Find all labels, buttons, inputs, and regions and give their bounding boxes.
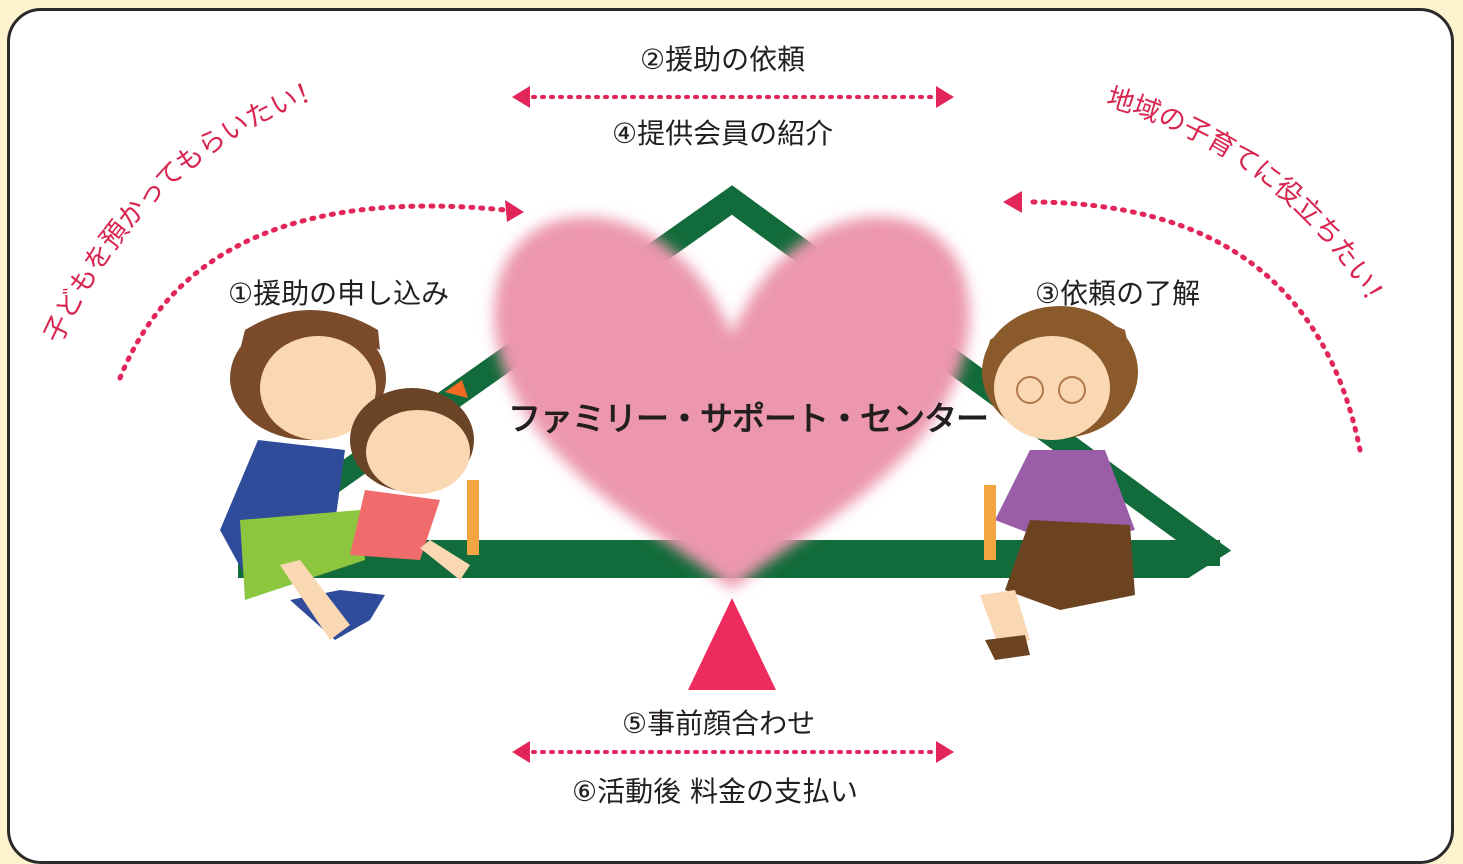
child-figure: [350, 380, 479, 580]
step3-label: ③依頼の了解: [1035, 277, 1201, 310]
right-curved-arrow-head: [1003, 191, 1022, 213]
bottom-arrow-left-head: [512, 741, 530, 763]
left-curved-arrow-head: [505, 200, 524, 222]
step4-label: ④提供会員の紹介: [612, 117, 834, 150]
fulcrum-triangle: [688, 598, 776, 690]
top-arrow-right-head: [936, 86, 954, 108]
left-curved-arrow: [117, 203, 508, 381]
step6-label: ⑥活動後 料金の支払い: [572, 775, 859, 808]
heart-shape: [494, 216, 970, 590]
center-title: ファミリー・サポート・センター: [508, 399, 989, 438]
helper-figure: [980, 306, 1138, 660]
step1-label: ①援助の申し込み: [228, 277, 450, 310]
mother-figure: [220, 310, 386, 640]
right-curved-arrow: [1022, 199, 1363, 453]
top-arrow-left-head: [512, 86, 530, 108]
step5-label: ⑤事前顔合わせ: [622, 707, 816, 740]
bottom-arrow-right-head: [936, 741, 954, 763]
step2-label: ②援助の依頼: [640, 43, 806, 76]
